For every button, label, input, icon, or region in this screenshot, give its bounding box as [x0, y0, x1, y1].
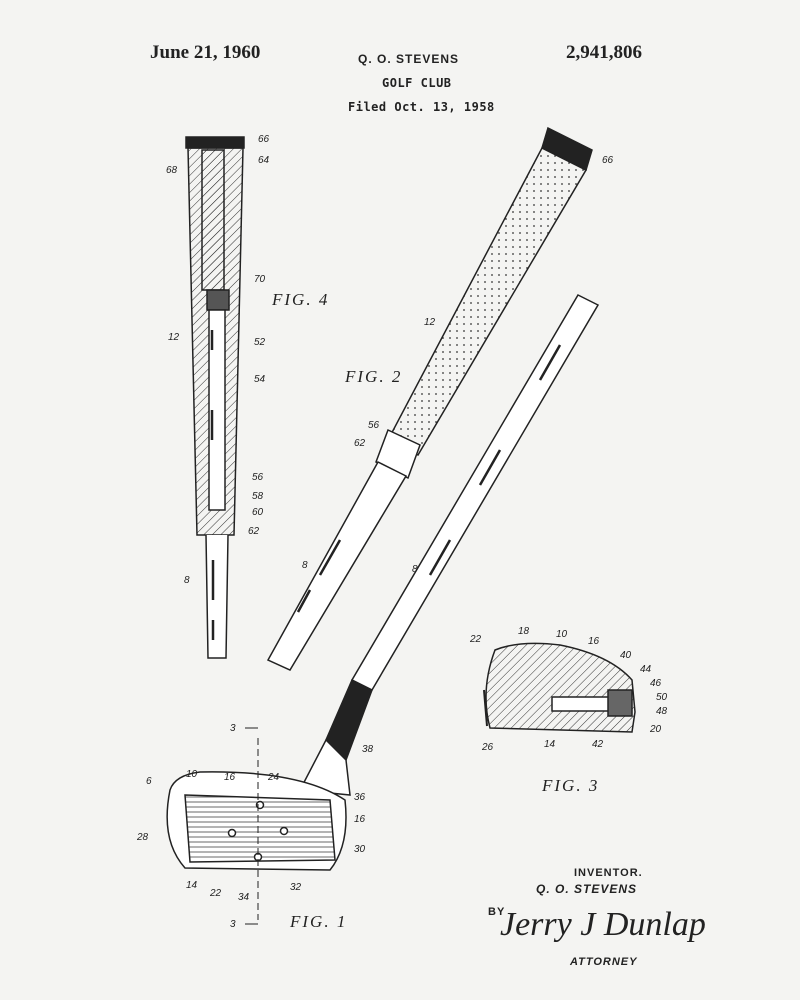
ref-label: 3 — [230, 919, 236, 930]
ref-label: 14 — [186, 880, 198, 891]
ref-label: 24 — [267, 772, 280, 783]
fig3-drawing — [483, 642, 636, 733]
ref-label: 44 — [640, 664, 652, 675]
ref-label: 20 — [649, 724, 662, 735]
ref-label: 30 — [354, 844, 366, 855]
ref-label: 36 — [354, 792, 366, 803]
fig2-label: FIG. 2 — [345, 367, 403, 386]
ref-label: 68 — [166, 165, 178, 176]
ref-label: 28 — [136, 832, 149, 843]
attorney-label: ATTORNEY — [570, 956, 638, 968]
ref-label: 58 — [252, 491, 264, 502]
ref-label: 64 — [258, 155, 270, 166]
ref-label: 8 — [412, 564, 418, 575]
patent-number: 2,941,806 — [566, 42, 642, 63]
ref-label: 48 — [656, 706, 668, 717]
fig4-drawing — [185, 136, 245, 659]
fig3-labels: 22 18 10 16 40 44 46 50 48 20 26 14 42 — [469, 626, 668, 753]
filed-date: Filed Oct. 13, 1958 — [348, 100, 495, 114]
ref-label: 6 — [146, 776, 152, 787]
ref-label: 40 — [620, 650, 632, 661]
ref-label: 42 — [592, 739, 604, 750]
patent-title: GOLF CLUB — [382, 76, 452, 90]
ref-label: 66 — [602, 155, 614, 166]
ref-label: 16 — [354, 814, 366, 825]
ref-label: 26 — [481, 742, 494, 753]
fig2-labels: 66 12 56 62 8 — [302, 155, 614, 571]
ref-label: 62 — [354, 438, 366, 449]
ref-label: 52 — [254, 337, 266, 348]
fig4-label: FIG. 4 — [272, 290, 330, 309]
ref-label: 14 — [544, 739, 556, 750]
inventor-label: INVENTOR. — [574, 867, 643, 879]
ref-label: 12 — [168, 332, 180, 343]
fig1-labels: 8 38 36 16 30 6 10 16 24 28 14 22 34 32 … — [136, 564, 418, 930]
ref-label: 60 — [252, 507, 264, 518]
ref-label: 10 — [186, 769, 198, 780]
fig1-drawing — [166, 294, 600, 925]
patent-date: June 21, 1960 — [150, 42, 261, 63]
inventor-name: Q. O. STEVENS — [536, 882, 638, 896]
fig3-label: FIG. 3 — [542, 776, 600, 795]
ref-label: 12 — [424, 317, 436, 328]
fig4-labels: 66 68 64 70 12 52 54 56 58 60 62 8 — [166, 134, 270, 586]
ref-label: 10 — [556, 629, 568, 640]
ref-label: 46 — [650, 678, 662, 689]
ref-label: 18 — [518, 626, 530, 637]
ref-label: 22 — [209, 888, 222, 899]
by-label: BY — [488, 906, 506, 918]
ref-label: 54 — [254, 374, 266, 385]
ref-label: 56 — [252, 472, 264, 483]
ref-label: 16 — [224, 772, 236, 783]
inventor-header: Q. O. STEVENS — [358, 52, 460, 66]
ref-label: 50 — [656, 692, 668, 703]
ref-label: 32 — [290, 882, 302, 893]
ref-label: 3 — [230, 723, 236, 734]
fig2-drawing — [266, 126, 593, 671]
ref-label: 66 — [258, 134, 270, 145]
ref-label: 8 — [184, 575, 190, 586]
ref-label: 56 — [368, 420, 380, 431]
ref-label: 38 — [362, 744, 374, 755]
fig1-label: FIG. 1 — [290, 912, 348, 931]
ref-label: 62 — [248, 526, 260, 537]
ref-label: 70 — [254, 274, 266, 285]
ref-label: 34 — [238, 892, 250, 903]
attorney-signature: Jerry J Dunlap — [500, 906, 706, 943]
ref-label: 8 — [302, 560, 308, 571]
ref-label: 16 — [588, 636, 600, 647]
ref-label: 22 — [469, 634, 482, 645]
